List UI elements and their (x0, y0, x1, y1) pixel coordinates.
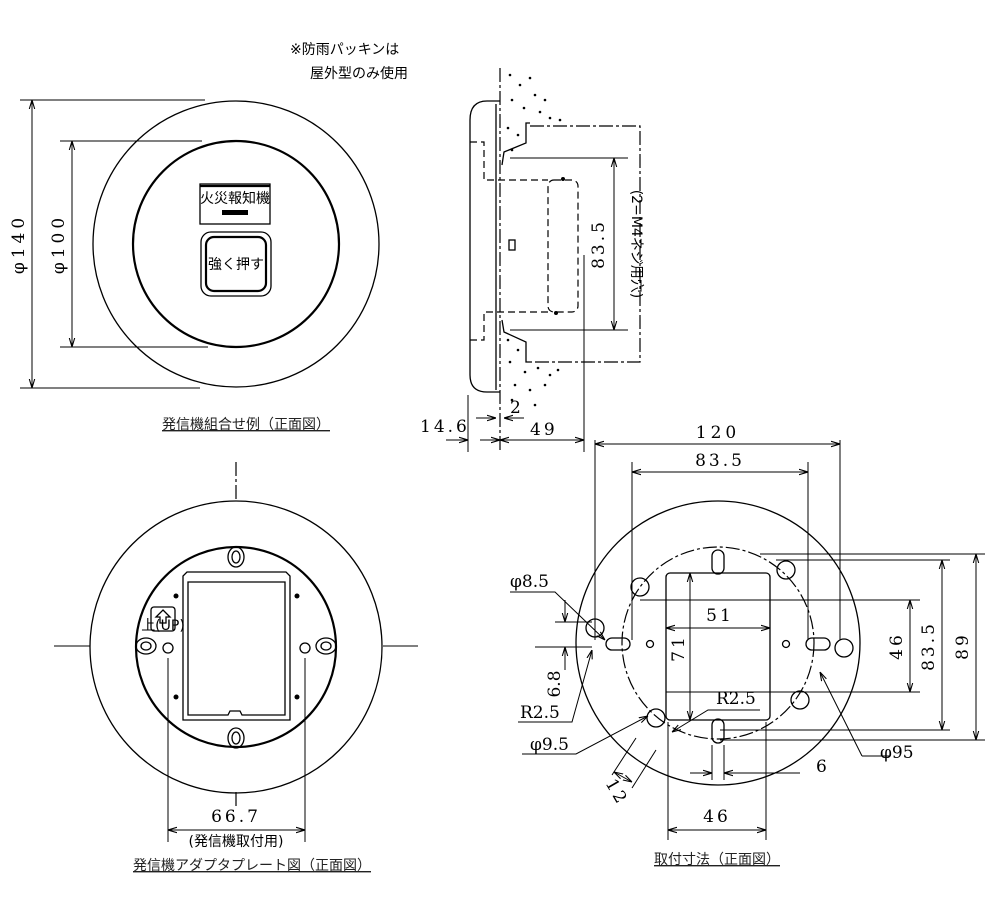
inner-circle (131, 139, 341, 349)
dim-46-v: 46 (887, 632, 907, 660)
adapter-inner-circle (134, 545, 338, 749)
outer-cover-circle (92, 100, 380, 388)
dim-phi8-5: φ8.5 (510, 572, 549, 592)
phi95-circle (621, 546, 815, 740)
adapter-opening (182, 571, 291, 721)
adapter-plate-view: 上(UP) 66.7 (発信機取付用) 発信機アダプタプレート図（正面図） (54, 462, 418, 874)
outlet-box-outline (530, 125, 641, 363)
dim-6: 6 (816, 757, 827, 777)
dim-46-h: 46 (703, 807, 731, 827)
rain-packing-note: ※防雨パッキンは 屋外型のみ使用 (290, 42, 408, 82)
mounting-view-caption: 取付寸法（正面図） (654, 852, 780, 868)
dim-12: 12 (601, 776, 632, 810)
dim-side-83-5: 83.5 (589, 219, 609, 269)
mounting-outer-circle (575, 500, 861, 786)
dim-83-5-h: 83.5 (695, 451, 745, 471)
dim-66-7-note: (発信機取付用) (189, 834, 284, 850)
dim-49: 49 (530, 420, 558, 440)
brand-logo (222, 210, 248, 215)
dim-83-5-v: 83.5 (919, 621, 939, 671)
dim-phi100: φ100 (49, 214, 69, 274)
up-mark: 上(UP) (141, 606, 185, 634)
dim-51: 51 (706, 606, 734, 626)
front-view: 火災報知機 強く押す φ140 φ100 発信機組合せ例（正面図） (9, 99, 380, 433)
dim-phi140: φ140 (9, 214, 29, 274)
adapter-outer-circle (89, 500, 383, 794)
side-view: 83.5 (2−M4ネジ用穴) 14.6 2 49 (420, 68, 644, 452)
dim-r2-5-left: R2.5 (520, 703, 560, 723)
box-opening (665, 572, 771, 721)
cover-profile (469, 100, 500, 393)
dim-2: 2 (510, 398, 521, 418)
screw-hole-note: (2−M4ネジ用穴) (628, 190, 644, 299)
push-button: 強く押す (200, 231, 272, 297)
note-line-2: 屋外型のみ使用 (310, 65, 408, 82)
note-line-1: ※防雨パッキンは (290, 42, 399, 58)
dim-phi9-5: φ9.5 (530, 735, 569, 755)
label-title: 火災報知機 (200, 190, 270, 207)
label-plate: 火災報知機 (199, 183, 271, 225)
dim-89: 89 (953, 632, 973, 660)
up-mark-text: 上(UP) (141, 618, 185, 634)
dim-120: 120 (696, 423, 740, 443)
dim-66-7: 66.7 (211, 807, 261, 827)
button-text: 強く押す (208, 257, 264, 273)
mounting-view: 120 83.5 51 71 46 83.5 89 6 φ95 46 (510, 423, 985, 868)
adapter-view-caption: 発信機アダプタプレート図（正面図） (133, 858, 371, 874)
wall-hatch-top (506, 73, 562, 152)
dim-71: 71 (669, 634, 689, 662)
dim-14-6: 14.6 (420, 417, 470, 437)
box-flange-bottom (501, 319, 530, 363)
front-view-caption: 発信機組合せ例（正面図） (162, 417, 330, 433)
box-flange-top (501, 122, 530, 166)
wall-hatch-bottom (506, 338, 560, 407)
dim-6-8: 6.8 (545, 670, 565, 697)
dim-r2-5-right: R2.5 (716, 689, 756, 709)
dim-phi95: φ95 (880, 743, 914, 763)
